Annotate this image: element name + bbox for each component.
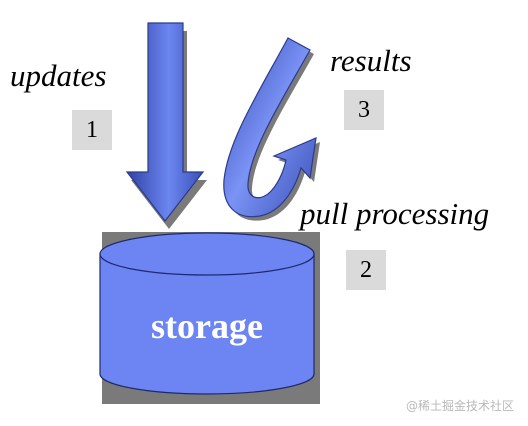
results-hook-shape <box>223 37 317 218</box>
updates-arrow <box>125 22 207 229</box>
results-hook-arrow <box>223 37 320 221</box>
badge-results: 3 <box>344 90 384 130</box>
storage-cylinder: storage <box>99 232 315 395</box>
updates-label: updates <box>10 58 107 93</box>
updates-arrow-shape <box>125 22 205 222</box>
storage-label: storage <box>151 306 263 346</box>
badge-pull-processing: 2 <box>346 250 386 290</box>
results-label: results <box>330 43 412 78</box>
badge-updates: 1 <box>72 110 112 150</box>
storage-top <box>99 232 315 276</box>
pull-processing-label: pull processing <box>300 196 490 231</box>
watermark: @稀土掘金技术社区 <box>405 399 514 413</box>
storage-body <box>99 253 315 395</box>
